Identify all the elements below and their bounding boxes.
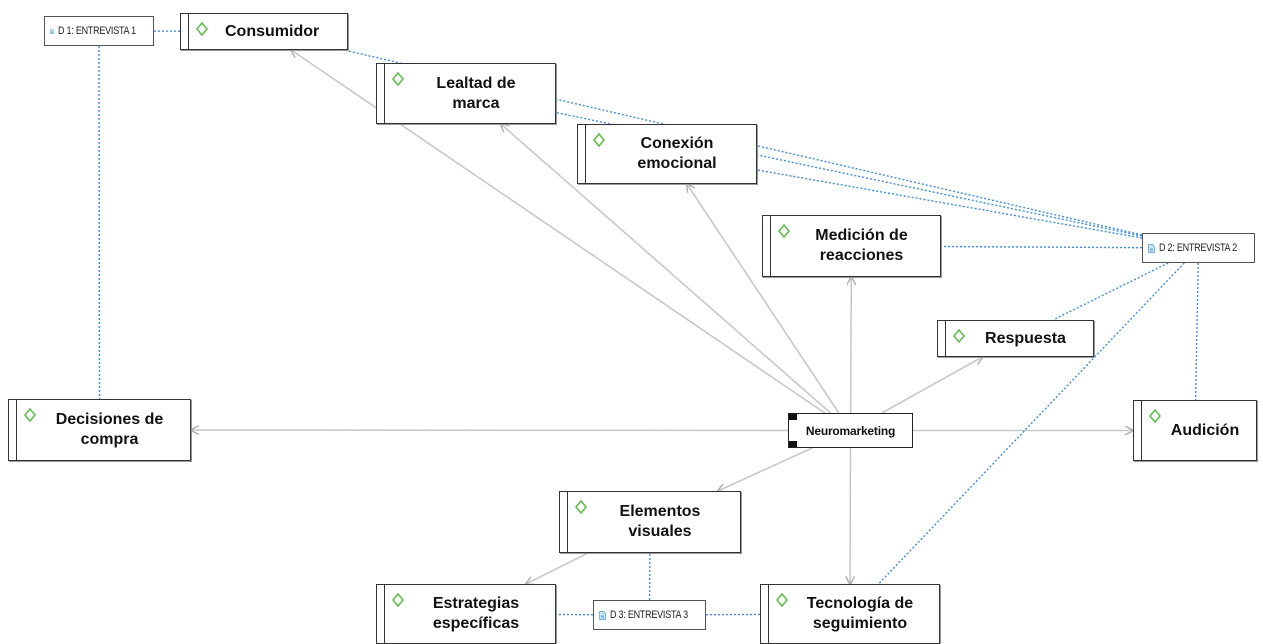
code-label: Tecnología de seguimiento bbox=[761, 585, 939, 643]
relation-line bbox=[291, 50, 825, 413]
code-node-audicion[interactable]: Audición bbox=[1133, 400, 1257, 461]
node-corner-marker bbox=[789, 441, 797, 447]
document-link-line bbox=[1053, 263, 1168, 320]
code-node-conexion-emocional[interactable]: Conexión emocional bbox=[577, 124, 757, 184]
document-node-entrevista-2[interactable]: D 2: ENTREVISTA 2 bbox=[1142, 233, 1255, 263]
code-label: Audición bbox=[1134, 401, 1256, 460]
central-node-neuromarketing[interactable]: Neuromarketing bbox=[788, 413, 913, 448]
relation-line bbox=[526, 553, 588, 584]
document-node-entrevista-3[interactable]: D 3: ENTREVISTA 3 bbox=[593, 600, 706, 630]
code-node-tecnologia-de-seguimiento[interactable]: Tecnología de seguimiento bbox=[760, 584, 940, 644]
code-node-estrategias-especificas[interactable]: Estrategias específicas bbox=[376, 584, 556, 644]
document-node-entrevista-1[interactable]: D 1: ENTREVISTA 1 bbox=[44, 16, 154, 46]
code-label: Conexión emocional bbox=[578, 125, 756, 183]
document-link-line bbox=[1196, 263, 1199, 400]
code-label: Medición de reacciones bbox=[763, 216, 940, 276]
code-label: Respuesta bbox=[938, 321, 1093, 356]
code-node-decisiones-de-compra[interactable]: Decisiones de compra bbox=[8, 399, 191, 461]
document-label: D 2: ENTREVISTA 2 bbox=[1159, 242, 1237, 254]
relation-line bbox=[851, 277, 852, 413]
document-link-line bbox=[941, 247, 1142, 248]
code-label: Elementos visuales bbox=[560, 492, 740, 552]
code-label: Estrategias específicas bbox=[377, 585, 555, 643]
code-node-consumidor[interactable]: Consumidor bbox=[180, 13, 348, 50]
document-icon bbox=[50, 25, 54, 38]
code-node-elementos-visuales[interactable]: Elementos visuales bbox=[559, 491, 741, 553]
document-label: D 1: ENTREVISTA 1 bbox=[58, 25, 136, 37]
node-corner-marker bbox=[789, 414, 797, 420]
document-icon bbox=[1148, 242, 1155, 255]
relation-line bbox=[882, 357, 982, 413]
code-node-lealtad-de-marca[interactable]: Lealtad de marca bbox=[376, 63, 556, 124]
code-label: Decisiones de compra bbox=[9, 400, 190, 460]
document-label: D 3: ENTREVISTA 3 bbox=[610, 609, 688, 621]
central-label: Neuromarketing bbox=[806, 424, 895, 438]
code-node-respuesta[interactable]: Respuesta bbox=[937, 320, 1094, 357]
code-node-medicion-de-reacciones[interactable]: Medición de reacciones bbox=[762, 215, 941, 277]
document-icon bbox=[599, 609, 606, 622]
relation-line bbox=[718, 448, 812, 491]
code-label: Consumidor bbox=[181, 14, 347, 49]
code-label: Lealtad de marca bbox=[377, 64, 555, 123]
